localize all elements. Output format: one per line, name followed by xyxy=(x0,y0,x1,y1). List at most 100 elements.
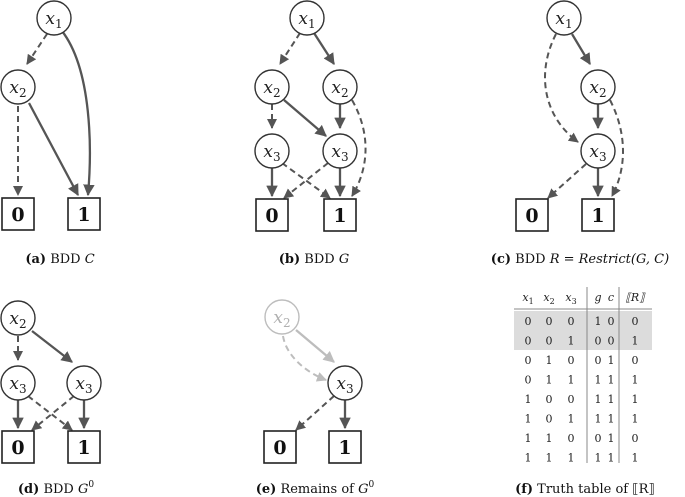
diagram-c: x1 x2 x3 0 1 (c) BDD R = Restrict(G, C) xyxy=(491,0,669,267)
svg-text:0: 0 xyxy=(11,437,24,459)
svg-text:0: 0 xyxy=(525,205,538,227)
table-highlight xyxy=(514,311,652,350)
table-cell: 0 xyxy=(546,335,553,348)
svg-text:1: 1 xyxy=(77,437,90,459)
caption-d: (d) BDD G0 xyxy=(18,480,94,497)
svg-text:x3: x3 xyxy=(9,374,26,396)
table-cell: 1 xyxy=(608,374,615,387)
edge-x2l-x3r-high xyxy=(283,99,327,137)
table-cell: 0 xyxy=(632,432,639,445)
table-cell: 1 xyxy=(608,413,615,426)
table-cell: 0 xyxy=(632,354,639,367)
node-x1: x1 xyxy=(36,0,72,36)
terminal-zero: 0 xyxy=(1,430,35,464)
table-header-cell: x3 xyxy=(565,291,576,306)
table-cell: 0 xyxy=(568,393,575,406)
table-cell: 1 xyxy=(632,452,639,465)
table-cell: 0 xyxy=(608,335,615,348)
edge-x3l-one-low xyxy=(281,162,331,199)
table-cell: 0 xyxy=(546,315,553,328)
edge-x3l-one-low xyxy=(27,395,73,431)
table-cell: 1 xyxy=(608,432,615,445)
table-cell: 1 xyxy=(525,393,532,406)
table-cell: 0 xyxy=(568,432,575,445)
table-cell: 0 xyxy=(595,354,602,367)
table-header-cell: ⟦R⟧ xyxy=(625,291,646,304)
edge-x2-one-high xyxy=(27,102,80,197)
svg-text:x2: x2 xyxy=(331,78,348,100)
table-cell: 1 xyxy=(595,374,602,387)
diagram-d: x2 x3 x3 0 1 (d) BDD G0 xyxy=(0,300,102,497)
table-cell: 1 xyxy=(568,335,575,348)
node-x2-faded: x2 xyxy=(264,299,300,335)
terminal-zero: 0 xyxy=(515,198,549,232)
terminal-zero: 0 xyxy=(1,197,35,231)
table-cell: 1 xyxy=(608,354,615,367)
node-x2: x2 xyxy=(0,69,36,105)
edge-x1-x2-high xyxy=(571,33,591,65)
table-header-cell: c xyxy=(608,291,614,304)
svg-text:x3: x3 xyxy=(331,142,348,164)
table-cell: 1 xyxy=(546,374,553,387)
node-x2: x2 xyxy=(580,69,616,105)
highlighted-row xyxy=(514,330,652,350)
table-header-cell: x1 xyxy=(522,291,533,306)
table-cell: 1 xyxy=(568,374,575,387)
edge-x2-x3r-high xyxy=(31,330,73,363)
terminal-one: 1 xyxy=(323,198,357,232)
table-cell: 1 xyxy=(595,452,602,465)
terminal-one: 1 xyxy=(67,197,101,231)
svg-text:x1: x1 xyxy=(45,9,62,31)
edge-x1-x2r-high xyxy=(313,32,335,65)
node-x2-right: x2 xyxy=(322,69,358,105)
table-cell: 0 xyxy=(568,354,575,367)
table-cell: 1 xyxy=(632,393,639,406)
table-header-cell: g xyxy=(594,291,601,304)
node-x3-left: x3 xyxy=(254,133,290,169)
diagram-a: x1 x2 0 1 (a) BDD C xyxy=(0,0,101,267)
svg-text:0: 0 xyxy=(273,437,286,459)
node-x3-right: x3 xyxy=(322,133,358,169)
svg-text:1: 1 xyxy=(591,205,604,227)
table-cell: 0 xyxy=(568,315,575,328)
terminal-one: 1 xyxy=(581,198,615,232)
edge-x2-x3-high-faded xyxy=(295,329,335,363)
table-cell: 1 xyxy=(632,374,639,387)
svg-text:x3: x3 xyxy=(263,142,280,164)
table-cell: 1 xyxy=(632,335,639,348)
node-x3-right: x3 xyxy=(66,365,102,401)
table-cell: 1 xyxy=(608,452,615,465)
table-cell: 0 xyxy=(595,432,602,445)
caption-b: (b) BDD G xyxy=(279,252,349,267)
table-cell: 0 xyxy=(632,315,639,328)
table-cell: 1 xyxy=(546,432,553,445)
table-header-cell: x2 xyxy=(543,291,554,306)
terminal-one: 1 xyxy=(328,430,362,464)
svg-text:x3: x3 xyxy=(336,374,353,396)
caption-e: (e) Remains of G0 xyxy=(256,480,375,497)
svg-text:0: 0 xyxy=(11,204,24,226)
svg-text:x1: x1 xyxy=(555,9,572,31)
edge-x3-zero-low xyxy=(295,395,335,431)
table-cell: 1 xyxy=(568,413,575,426)
table-cell: 1 xyxy=(595,393,602,406)
diagram-e: x2 x3 0 1 (e) Remains of G0 xyxy=(256,299,375,497)
terminal-zero: 0 xyxy=(255,198,289,232)
node-x3: x3 xyxy=(580,133,616,169)
table-cell: 0 xyxy=(595,335,602,348)
svg-text:x2: x2 xyxy=(9,78,26,100)
edge-x3r-zero-low xyxy=(31,395,75,431)
node-x1: x1 xyxy=(546,0,582,36)
table-cell: 1 xyxy=(568,452,575,465)
edge-x2-x3-low-faded xyxy=(282,335,327,382)
node-x3-left: x3 xyxy=(0,365,36,401)
table-cell: 0 xyxy=(525,354,532,367)
svg-text:1: 1 xyxy=(338,437,351,459)
terminal-one: 1 xyxy=(67,430,101,464)
svg-text:1: 1 xyxy=(77,204,90,226)
terminal-zero: 0 xyxy=(263,430,297,464)
table-cell: 0 xyxy=(608,315,615,328)
table-cell: 1 xyxy=(595,413,602,426)
